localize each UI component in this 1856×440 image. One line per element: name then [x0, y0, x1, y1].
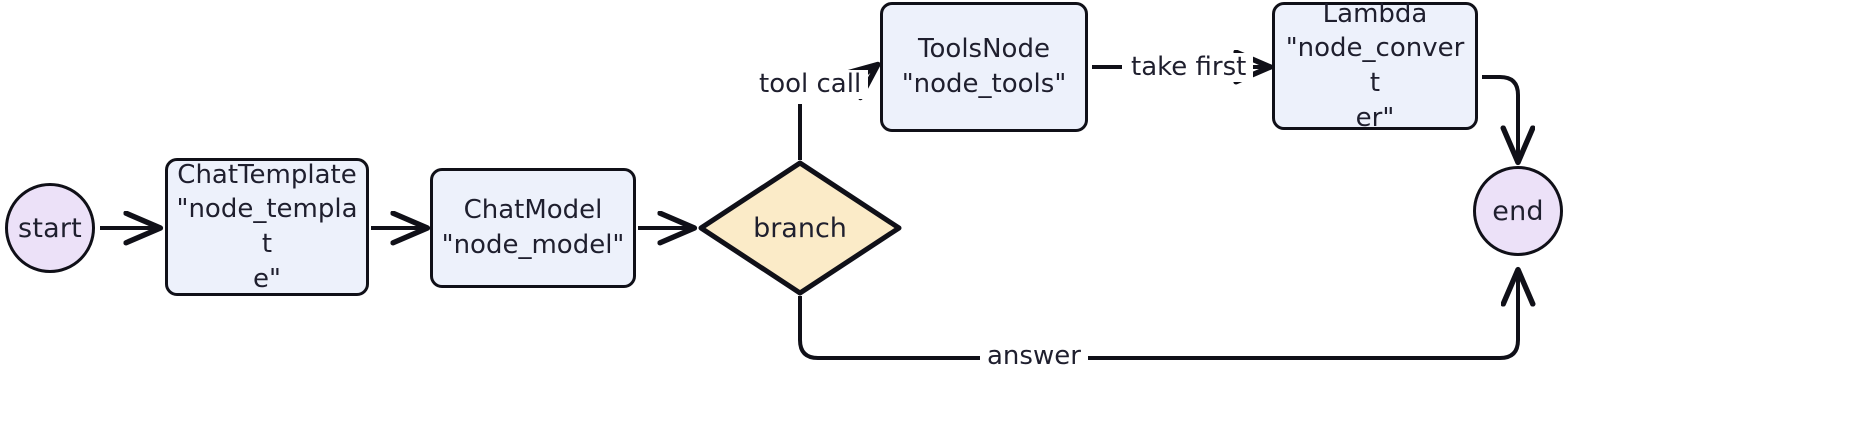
edge-label-tool-call: tool call [752, 69, 869, 99]
node-converter-label: Lambda "node_convert er" [1285, 0, 1465, 133]
edge-lambda-to-end [1482, 75, 1518, 160]
node-end[interactable]: end [1473, 166, 1563, 256]
node-tools[interactable]: ToolsNode "node_tools" [880, 2, 1088, 132]
node-converter[interactable]: Lambda "node_convert er" [1272, 0, 1478, 133]
node-chat-template-label: ChatTemplate "node_templat e" [176, 159, 358, 294]
node-chat-model-label: ChatModel "node_model" [441, 195, 625, 260]
node-chat-model[interactable]: ChatModel "node_model" [430, 168, 636, 288]
edge-label-answer: answer [980, 342, 1088, 371]
edge-branch-to-end-answer [798, 272, 1518, 360]
node-start-label: start [18, 212, 82, 244]
node-chat-template[interactable]: ChatTemplate "node_templat e" [165, 158, 369, 296]
edge-label-take-first-text: take first [1131, 52, 1247, 82]
node-branch-label: branch [753, 212, 847, 244]
edge-label-answer-text: answer [987, 341, 1081, 371]
node-end-label: end [1492, 195, 1544, 227]
edge-label-tool-call-text: tool call [759, 69, 862, 99]
node-branch[interactable]: branch [698, 160, 902, 296]
edge-label-take-first: take first [1124, 52, 1254, 82]
node-tools-label: ToolsNode "node_tools" [901, 34, 1067, 99]
node-start[interactable]: start [5, 183, 95, 273]
